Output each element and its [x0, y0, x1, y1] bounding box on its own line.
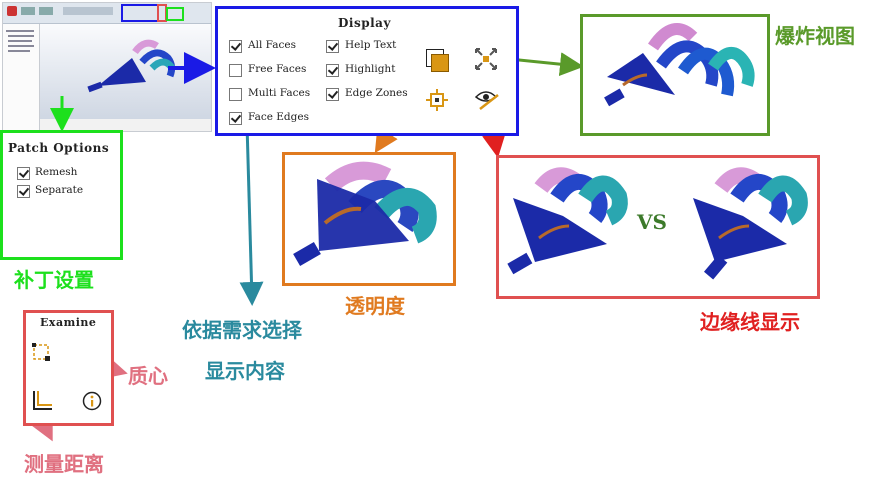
measure-distance-caption: 测量距离 [24, 452, 104, 476]
choose-content-caption-line1: 依据需求选择 [182, 318, 302, 342]
label-edge-zones: Edge Zones [345, 87, 408, 99]
arrow-to-choose-text [239, 123, 264, 306]
transparency-caption: 透明度 [345, 294, 405, 318]
model-preview-small [87, 39, 176, 93]
patch-options-title: Patch Options [8, 141, 110, 155]
label-face-edges: Face Edges [248, 111, 309, 123]
checkbox-face-edges[interactable] [229, 112, 242, 125]
patch-options-panel: Patch Options Remesh Separate [0, 130, 123, 260]
display-title: Display [338, 16, 391, 30]
label-separate: Separate [35, 184, 84, 196]
info-icon[interactable] [82, 391, 102, 411]
label-free-faces: Free Faces [248, 63, 307, 75]
3d-viewport[interactable] [40, 24, 211, 119]
label-highlight: Highlight [345, 63, 396, 75]
checkbox-help-text[interactable] [326, 40, 339, 53]
checkbox-free-faces[interactable] [229, 64, 242, 77]
choose-content-caption-line2: 显示内容 [205, 359, 285, 383]
display-panel: Display All Faces Free Faces Multi Faces… [215, 6, 519, 136]
transparency-icon[interactable] [426, 49, 449, 72]
explode-icon[interactable] [474, 47, 498, 71]
centroid-caption: 质心 [128, 364, 168, 388]
examine-panel: Examine [23, 310, 114, 426]
label-help-text: Help Text [345, 39, 397, 51]
status-bar [40, 119, 211, 131]
measure-distance-icon[interactable] [32, 389, 54, 411]
exploded-model-render [604, 23, 755, 107]
checkbox-all-faces[interactable] [229, 40, 242, 53]
highlight-box-icon[interactable] [426, 89, 448, 111]
model-without-edges [693, 167, 808, 280]
edge-display-comparison: VS [496, 155, 820, 299]
checkbox-remesh[interactable] [17, 167, 30, 180]
ribbon-toolbar [3, 3, 211, 24]
model-tree[interactable] [3, 24, 40, 131]
patch-group-highlight [166, 7, 184, 21]
edge-display-caption: 边缘线显示 [700, 310, 800, 334]
checkbox-highlight[interactable] [326, 64, 339, 77]
examine-title: Examine [40, 316, 97, 329]
patch-settings-caption: 补丁设置 [14, 268, 94, 292]
exploded-view-caption: 爆炸视图 [775, 24, 855, 48]
label-multi-faces: Multi Faces [248, 87, 311, 99]
transparency-image [282, 152, 456, 286]
checkbox-multi-faces[interactable] [229, 88, 242, 101]
edge-comparison-renders [507, 167, 808, 280]
edge-display-icon[interactable] [474, 87, 500, 111]
transparency-model-render [293, 161, 437, 267]
checkbox-separate[interactable] [17, 185, 30, 198]
app-screenshot-thumbnail [2, 2, 212, 132]
model-with-edges [507, 167, 628, 275]
label-all-faces: All Faces [248, 39, 296, 51]
vs-label: VS [637, 210, 667, 234]
centroid-icon[interactable] [32, 343, 52, 363]
label-remesh: Remesh [35, 166, 78, 178]
app-logo-icon [7, 6, 17, 16]
exploded-view-image [580, 14, 770, 136]
checkbox-edge-zones[interactable] [326, 88, 339, 101]
